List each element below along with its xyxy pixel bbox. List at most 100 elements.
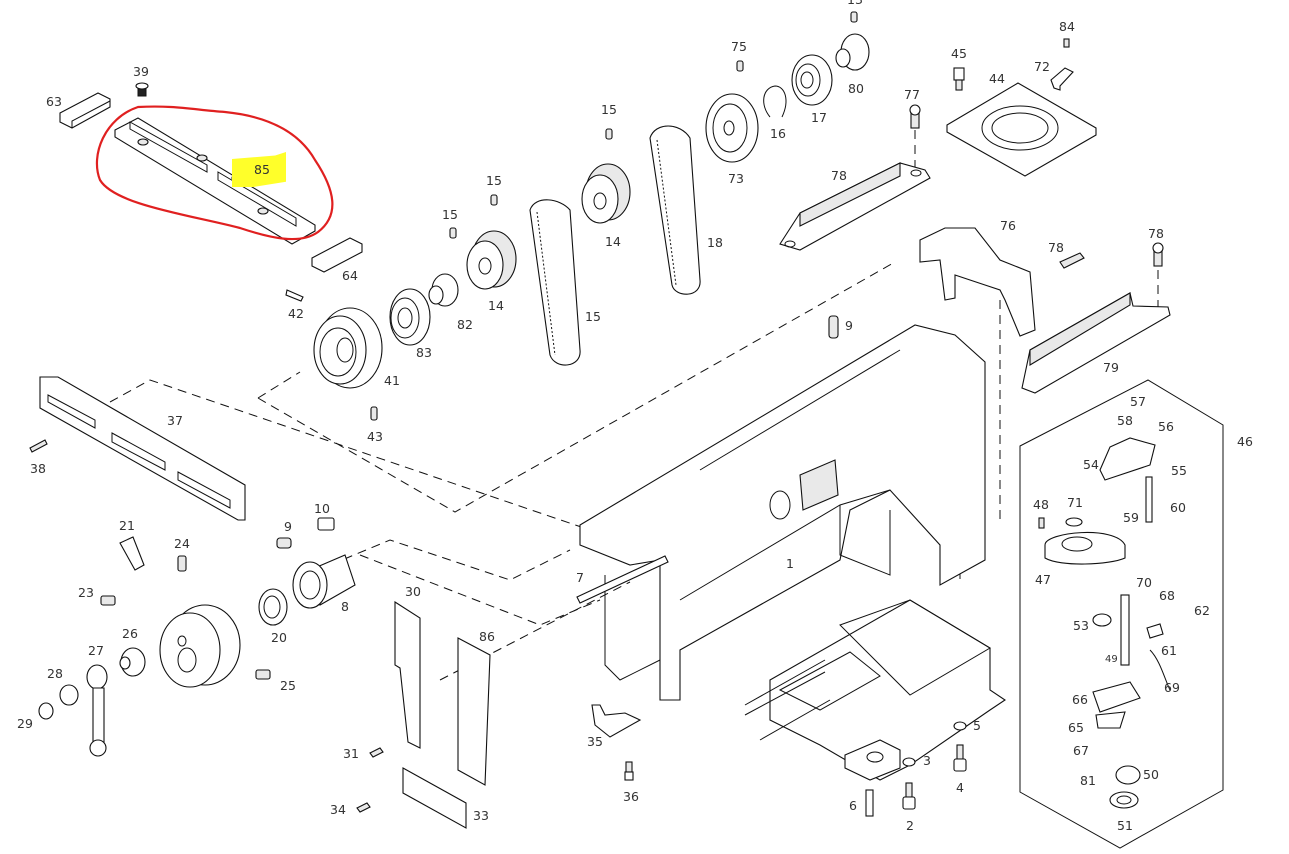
part-label-24[interactable]: 23 [78, 585, 94, 600]
part-label-21[interactable]: 20 [271, 630, 287, 645]
part-label-77[interactable]: 76 [1000, 218, 1016, 233]
part-20-belt [649, 125, 701, 295]
part-label-49[interactable]: 48 [1033, 497, 1049, 512]
part-label-4[interactable]: 4 [956, 780, 964, 795]
part-label-2[interactable]: 2 [906, 818, 914, 833]
part-7-shaft [576, 555, 669, 604]
part-label-15[interactable]: 15 [442, 207, 458, 222]
part-label-39[interactable]: 38 [30, 461, 46, 476]
part-label-67[interactable]: 66 [1072, 692, 1088, 707]
part-label-71[interactable]: 70 [1136, 575, 1152, 590]
part-label-56[interactable]: 55 [1171, 463, 1187, 478]
part-label-83[interactable]: 82 [457, 317, 473, 332]
part-label-53[interactable]: 51 [1117, 818, 1133, 833]
part-label-36[interactable]: 35 [587, 734, 603, 749]
part-44-set-screw [370, 406, 378, 421]
part-label-85[interactable]: 84 [1059, 19, 1075, 34]
part-label-50[interactable]: 49 [1105, 654, 1118, 665]
part-label-30[interactable]: 29 [17, 716, 33, 731]
part-label-54[interactable]: 53 [1073, 618, 1089, 633]
part-label-61[interactable]: 60 [1170, 500, 1186, 515]
part-label-66[interactable]: 65 [1068, 720, 1084, 735]
part-label-81[interactable]: 80 [848, 81, 864, 96]
part-label-3[interactable]: 3 [923, 753, 931, 768]
part-24-set-screw [100, 595, 116, 606]
part-label-31[interactable]: 30 [405, 584, 421, 599]
part-label-8[interactable]: 8 [341, 599, 349, 614]
part-label-42[interactable]: 41 [384, 373, 400, 388]
red-circle-annotation [95, 105, 334, 241]
part-label-20[interactable]: 18 [707, 235, 723, 250]
part-label-29[interactable]: 28 [47, 666, 63, 681]
part-6-pin [865, 789, 874, 817]
part-15-set-screw [605, 128, 613, 140]
part-label-80[interactable]: 79 [1103, 360, 1119, 375]
part-label-43[interactable]: 42 [288, 306, 304, 321]
part-label-15[interactable]: 15 [601, 102, 617, 117]
part-label-69[interactable]: 68 [1159, 588, 1175, 603]
part-label-35[interactable]: 34 [330, 802, 346, 817]
part-label-18[interactable]: 17 [811, 110, 827, 125]
part-label-41[interactable]: 39 [133, 64, 149, 79]
part-87-plate [457, 637, 491, 786]
part-label-76[interactable]: 75 [731, 39, 747, 54]
part-label-7[interactable]: 7 [576, 570, 584, 585]
part-label-59[interactable]: 58 [1117, 413, 1133, 428]
part-label-46[interactable]: 45 [951, 46, 967, 61]
part-label-10[interactable]: 10 [314, 501, 330, 516]
part-label-45[interactable]: 44 [989, 71, 1005, 86]
part-label-5[interactable]: 5 [973, 718, 981, 733]
part-label-33[interactable]: 31 [343, 746, 359, 761]
part-30-screw [38, 702, 54, 720]
part-label-44[interactable]: 43 [367, 429, 383, 444]
part-label-48[interactable]: 47 [1035, 572, 1051, 587]
part-label-70[interactable]: 69 [1164, 680, 1180, 695]
part-label-25[interactable]: 24 [174, 536, 190, 551]
part-label-68[interactable]: 67 [1073, 743, 1089, 758]
part-label-15[interactable]: 15 [486, 173, 502, 188]
part-23-stud [119, 536, 145, 571]
part-label-38[interactable]: 37 [167, 413, 183, 428]
part-label-9[interactable]: 9 [284, 519, 292, 534]
part-label-23[interactable]: 21 [119, 518, 135, 533]
part-label-37[interactable]: 36 [623, 789, 639, 804]
part-label-87[interactable]: 86 [479, 629, 495, 644]
part-label-47[interactable]: 46 [1237, 434, 1253, 449]
part-label-58[interactable]: 57 [1130, 394, 1146, 409]
part-label-28[interactable]: 27 [88, 643, 104, 658]
part-38-rail-plate [39, 376, 246, 521]
part-label-72[interactable]: 71 [1067, 495, 1083, 510]
part-label-79[interactable]: 78 [831, 168, 847, 183]
part-label-1[interactable]: 1 [786, 556, 794, 571]
part-label-13[interactable]: 13 [847, 0, 863, 7]
part-label-73[interactable]: 72 [1034, 59, 1050, 74]
part-13-set-screw [850, 11, 858, 23]
part-label-34[interactable]: 33 [473, 808, 489, 823]
part-label-51[interactable]: 50 [1143, 767, 1159, 782]
part-80-bracket [1021, 292, 1171, 394]
part-17-retaining-ring [763, 85, 787, 118]
part-label-57[interactable]: 56 [1158, 419, 1174, 434]
part-label-9-frame[interactable]: 9 [845, 318, 853, 333]
part-label-27[interactable]: 26 [122, 626, 138, 641]
part-label-78[interactable]: 78 [1048, 240, 1064, 255]
part-label-6[interactable]: 6 [849, 798, 857, 813]
part-label-86[interactable]: 85 [254, 162, 270, 177]
part-label-78[interactable]: 77 [904, 87, 920, 102]
part-label-14-upper[interactable]: 14 [605, 234, 621, 249]
part-label-65[interactable]: 64 [342, 268, 358, 283]
part-label-75[interactable]: 73 [728, 171, 744, 186]
part-label-16[interactable]: 15 [585, 309, 601, 324]
part-label-60[interactable]: 59 [1123, 510, 1139, 525]
part-label-82[interactable]: 81 [1080, 773, 1096, 788]
part-label-84[interactable]: 83 [416, 345, 432, 360]
part-label-26[interactable]: 25 [280, 678, 296, 693]
part-label-62[interactable]: 61 [1161, 643, 1177, 658]
part-label-14-lower[interactable]: 14 [488, 298, 504, 313]
part-label-63[interactable]: 62 [1194, 603, 1210, 618]
part-label-78[interactable]: 78 [1148, 226, 1164, 241]
part-label-55[interactable]: 54 [1083, 457, 1099, 472]
part-label-64[interactable]: 63 [46, 94, 62, 109]
part-label-17[interactable]: 16 [770, 126, 786, 141]
